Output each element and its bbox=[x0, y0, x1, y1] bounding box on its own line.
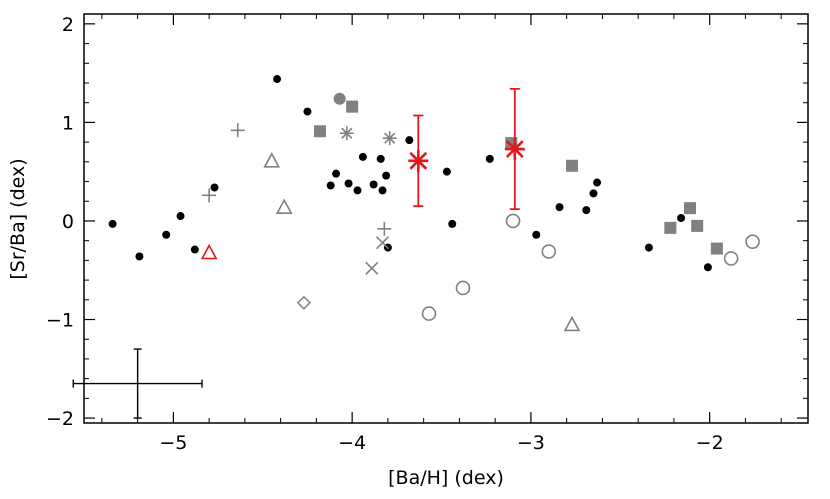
data-point-open-circle bbox=[505, 213, 521, 229]
x-tick-label: −4 bbox=[338, 432, 366, 454]
y-tick-labels: −2 −1 0 1 2 bbox=[46, 14, 74, 430]
y-tick-label: −1 bbox=[46, 310, 74, 332]
data-point-filled-circle bbox=[677, 214, 686, 223]
y-tick-label: −2 bbox=[46, 408, 74, 430]
y-tick-label: 1 bbox=[62, 112, 74, 134]
data-point-filled-circle bbox=[108, 219, 117, 228]
x-tick-label: −5 bbox=[159, 432, 187, 454]
data-marks bbox=[72, 75, 760, 419]
data-point-square bbox=[346, 100, 359, 113]
data-point-open-circle bbox=[421, 306, 437, 321]
data-point-large-asterisk bbox=[408, 149, 429, 172]
data-point-square bbox=[566, 159, 579, 172]
data-point-filled-circle bbox=[485, 154, 494, 163]
data-point-filled-circle bbox=[190, 245, 199, 254]
data-point-filled-circle bbox=[532, 230, 541, 239]
data-point-large-asterisk bbox=[504, 138, 525, 161]
data-point-filled-circle bbox=[555, 203, 564, 212]
data-point-triangle bbox=[275, 198, 293, 214]
y-axis-label: [Sr/Ba] (dex) bbox=[7, 158, 29, 279]
plot-frame bbox=[83, 13, 809, 424]
data-point-open-circle bbox=[541, 244, 557, 259]
data-point-filled-circle bbox=[582, 206, 591, 215]
data-point-square bbox=[313, 125, 326, 138]
data-point-filled-circle bbox=[589, 189, 598, 198]
data-point-filled-circle bbox=[448, 219, 457, 228]
x-axis-label: [Ba/H] (dex) bbox=[388, 467, 504, 489]
data-point-plus bbox=[202, 188, 217, 203]
data-point-filled-circle bbox=[442, 167, 451, 176]
data-point-triangle bbox=[200, 243, 218, 260]
data-point-open-circle bbox=[723, 251, 739, 266]
data-point-square bbox=[684, 202, 697, 215]
data-point-square bbox=[664, 221, 677, 234]
x-tick-label: −2 bbox=[696, 432, 724, 454]
typical-error-bar bbox=[72, 348, 203, 419]
data-point-filled-circle bbox=[273, 75, 282, 84]
data-point-plus bbox=[230, 123, 245, 138]
data-point-plus bbox=[377, 221, 392, 236]
x-tick-labels: −5 −4 −3 −2 bbox=[159, 432, 723, 454]
data-point-filled-circle bbox=[405, 136, 414, 145]
data-point-open-circle bbox=[745, 234, 760, 249]
data-point-triangle bbox=[263, 152, 281, 168]
data-point-filled-circle bbox=[382, 171, 391, 180]
x-tick-label: −3 bbox=[517, 432, 545, 454]
data-point-filled-circle bbox=[358, 152, 367, 161]
data-point-filled-circle bbox=[326, 181, 335, 190]
data-point-filled-circle bbox=[135, 252, 144, 261]
data-point-asterisk bbox=[339, 126, 354, 141]
data-point-cross bbox=[365, 261, 379, 275]
y-tick-label: 2 bbox=[62, 14, 74, 36]
data-point-filled-circle bbox=[353, 186, 362, 195]
data-point-filled-circle bbox=[176, 212, 185, 221]
data-point-square bbox=[691, 219, 704, 232]
data-point-filled-circle bbox=[332, 169, 341, 178]
data-point-filled-circle bbox=[703, 263, 712, 272]
data-point-filled-circle bbox=[378, 186, 387, 195]
data-point-triangle bbox=[563, 315, 581, 332]
data-point-filled-circle bbox=[369, 180, 378, 189]
data-point-large-circle bbox=[333, 92, 346, 105]
data-point-filled-circle bbox=[593, 178, 602, 187]
data-point-filled-circle bbox=[162, 230, 171, 239]
data-point-filled-circle bbox=[303, 107, 312, 116]
data-point-asterisk bbox=[382, 131, 397, 146]
data-point-diamond bbox=[296, 295, 311, 310]
data-point-filled-circle bbox=[344, 179, 353, 188]
y-tick-label: 0 bbox=[62, 211, 74, 233]
axis-ticks bbox=[84, 14, 808, 423]
data-point-cross bbox=[375, 236, 390, 250]
data-point-filled-circle bbox=[644, 243, 653, 252]
data-point-filled-circle bbox=[210, 183, 219, 192]
data-point-filled-circle bbox=[376, 154, 385, 163]
data-point-open-circle bbox=[455, 280, 471, 296]
data-point-square bbox=[710, 242, 723, 255]
